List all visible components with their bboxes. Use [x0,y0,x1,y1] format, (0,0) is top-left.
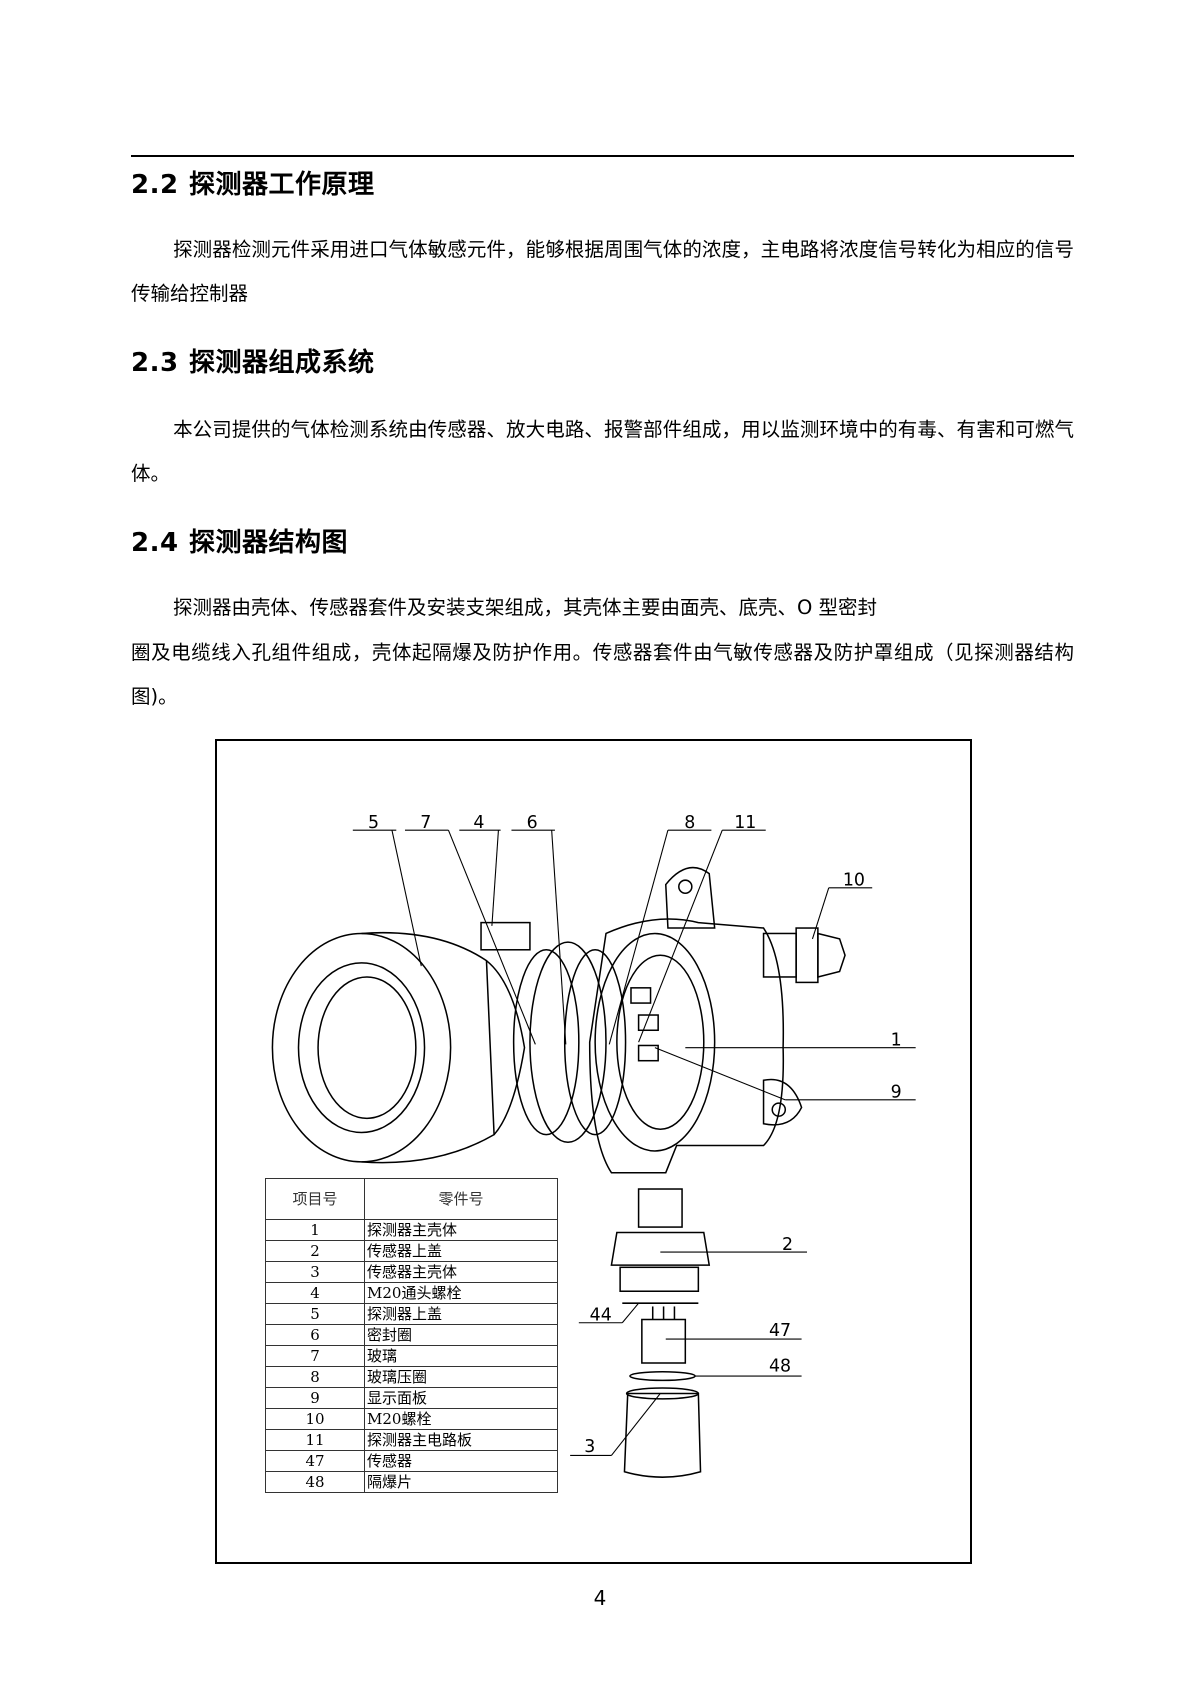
callout-7: 7 [420,813,431,833]
header-rule [131,155,1074,157]
part-name-cell: 密封圈 [364,1324,558,1346]
item-number-cell: 1 [265,1219,365,1241]
item-number-cell: 3 [265,1261,365,1283]
item-number-cell: 4 [265,1282,365,1304]
part-name-cell: 探测器主电路板 [364,1429,558,1451]
callout-10: 10 [843,871,865,891]
callout-4: 4 [473,813,484,833]
item-number-cell: 7 [265,1345,365,1367]
part-name-cell: 隔爆片 [364,1471,558,1493]
item-number-cell: 48 [265,1471,365,1493]
item-number-cell: 2 [265,1240,365,1262]
part-name-cell: M20螺栓 [364,1408,558,1430]
part-name-cell: 显示面板 [364,1387,558,1409]
table-header-row: 项目号 零件号 [265,1178,558,1220]
callout-48: 48 [769,1357,791,1377]
section-2-3-paragraph: 本公司提供的气体检测系统由传感器、放大电路、报警部件组成，用以监测环境中的有毒、… [131,418,1074,485]
structure-figure: 5 7 4 6 8 11 10 1 9 2 44 47 48 3 项目号 零件号… [215,739,972,1564]
column-header-part-name: 零件号 [364,1178,558,1220]
part-name-cell: 探测器上盖 [364,1303,558,1325]
callout-3: 3 [584,1437,595,1457]
item-number-cell: 11 [265,1429,365,1451]
item-number-cell: 5 [265,1303,365,1325]
item-number-cell: 47 [265,1450,365,1472]
section-2-4-paragraph-2: 圈及电缆线入孔组件组成，壳体起隔爆及防护作用。传感器套件由气敏传感器及防护罩组成… [131,641,1074,708]
callout-5: 5 [368,813,379,833]
part-name-cell: 传感器主壳体 [364,1261,558,1283]
item-number-cell: 10 [265,1408,365,1430]
callout-8: 8 [684,813,695,833]
part-name-cell: 玻璃压圈 [364,1366,558,1388]
part-name-cell: 传感器上盖 [364,1240,558,1262]
section-2-4-paragraph-1: 探测器由壳体、传感器套件及安装支架组成，其壳体主要由面壳、底壳、O 型密封 [173,596,878,619]
section-2-2-paragraph: 探测器检测元件采用进口气体敏感元件，能够根据周围气体的浓度，主电路将浓度信号转化… [131,238,1074,305]
part-name-cell: 玻璃 [364,1345,558,1367]
callout-44: 44 [590,1306,612,1326]
column-header-item-no: 项目号 [265,1178,365,1220]
part-name-cell: 传感器 [364,1450,558,1472]
part-name-cell: 探测器主壳体 [364,1219,558,1241]
part-name-cell: M20通头螺栓 [364,1282,558,1304]
callout-47: 47 [769,1321,791,1341]
callout-11: 11 [734,813,756,833]
item-number-cell: 6 [265,1324,365,1346]
callout-2: 2 [782,1235,793,1255]
page-number: 4 [593,1586,607,1610]
item-number-cell: 8 [265,1366,365,1388]
callout-9: 9 [891,1083,902,1103]
callout-1: 1 [891,1030,902,1050]
item-number-cell: 9 [265,1387,365,1409]
detector-exploded-drawing: 5 7 4 6 8 11 10 1 9 2 44 47 48 3 [271,813,916,1478]
callout-6: 6 [527,813,538,833]
